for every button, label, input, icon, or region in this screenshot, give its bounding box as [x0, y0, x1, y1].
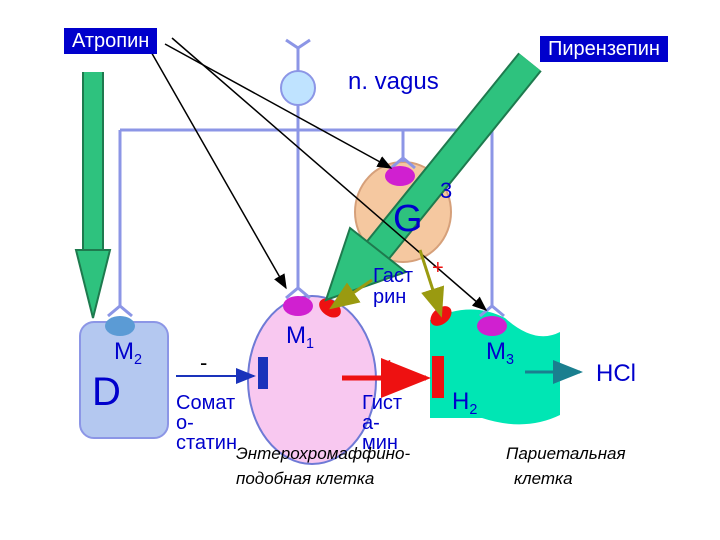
pirenzepine-label: Пирензепин — [540, 36, 668, 62]
ecl-caption-line1: Энтерохромаффино- — [236, 444, 411, 463]
somatostatin-line3: статин — [176, 432, 237, 454]
histamine-line3: мин — [362, 432, 398, 454]
g-cell-letter: G — [393, 198, 423, 240]
vagus-ganglion — [280, 70, 316, 106]
h2-receptor-label: H2 — [452, 388, 478, 419]
gastrin-line2: рин — [373, 286, 407, 308]
histamine-line2: а- — [362, 412, 380, 434]
ecl-somatostatin-blocker — [258, 357, 268, 389]
gastrin-arrows — [329, 249, 445, 318]
d-cell-m2-receptor — [105, 316, 135, 336]
parietal-h2-receptor — [432, 356, 444, 398]
parietal-cell — [430, 309, 560, 425]
parietal-m3-receptor — [477, 316, 507, 336]
atropine-arrows — [149, 37, 488, 311]
gastrin-line1: Гаст — [373, 265, 413, 287]
d-cell-receptor-label: M2 — [114, 338, 143, 369]
parietal-caption-line2: клетка — [514, 469, 573, 488]
atropine-label: Атропин — [64, 28, 158, 54]
ecl-caption-line2: подобная клетка — [236, 469, 375, 488]
atropine-green-arrow — [74, 72, 112, 319]
ecl-m1-receptor — [283, 296, 313, 316]
g-cell-receptor — [385, 166, 415, 186]
parietal-caption-line1: Париетальная — [506, 444, 626, 463]
somatostatin-line1: Сомат — [176, 392, 236, 414]
d-cell-letter: D — [92, 370, 121, 414]
gastrin-plus-sign: + — [432, 257, 444, 279]
hcl-label: HCl — [596, 360, 636, 387]
vagus-wiring — [107, 38, 505, 318]
histamine-plus-sign: + — [383, 353, 396, 378]
parietal-receptor-label: M3 — [486, 338, 515, 369]
pirenzepine-green-arrow — [324, 52, 542, 302]
somatostatin-minus-sign: - — [200, 350, 208, 375]
somatostatin-line2: о- — [176, 412, 194, 434]
g-cell-receptor-label: 3 — [440, 178, 453, 203]
ecl-receptor-label: M1 — [286, 322, 315, 353]
vagus-label: n. vagus — [348, 68, 439, 95]
histamine-line1: Гист — [362, 392, 403, 414]
